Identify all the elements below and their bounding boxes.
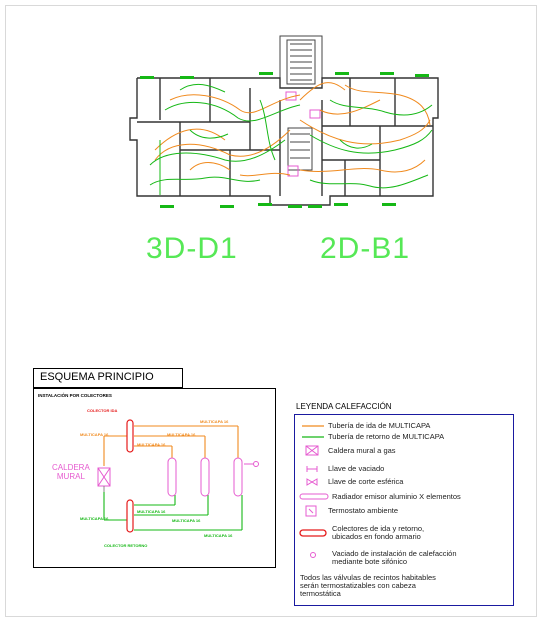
legend-radiador-icon (299, 493, 329, 500)
plan-pipes-ida (154, 82, 431, 177)
pipe-label-ida-2: MULTICAPA 16 (167, 432, 196, 437)
colector-ida-label: COLECTOR IDA (87, 408, 118, 413)
colector-retorno-label: COLECTOR RETORNO (104, 543, 148, 548)
legend-item-sifon-2: mediante bote sifónico (332, 557, 408, 566)
unit-label-left: 3D-D1 (146, 232, 238, 265)
pipe-label-ida-3: MULTICAPA 16 (137, 442, 166, 447)
pipe-label-ret-main: MULTICAPA 16 (80, 516, 109, 521)
plan-pipes-retorno (149, 83, 433, 195)
legend-item-llave: Llave de corte esférica (328, 477, 404, 486)
unit-label-right: 2D-B1 (320, 232, 411, 265)
legend-llave-icon (306, 478, 318, 486)
legend-note-line-3: termostática (300, 589, 341, 598)
pipe-label-ret-1: MULTICAPA 16 (137, 509, 166, 514)
legend-item-caldera: Caldera mural a gas (328, 446, 396, 455)
walls (129, 77, 439, 206)
legend-note: Todos las válvulas de recintos habitable… (300, 574, 436, 598)
legend-caldera-icon (305, 445, 319, 456)
schema-retorno-lines (103, 492, 243, 531)
legend-title: LEYENDA CALEFACCIÓN (296, 402, 392, 411)
legend-colector-icon (299, 529, 327, 537)
legend-item-colectores-1: Colectores de ida y retorno, (332, 524, 425, 533)
schema-box (33, 388, 276, 568)
legend-item-retorno: Tubería de retorno de MULTICAPA (328, 432, 445, 441)
caldera-line-1: CALDERA (52, 463, 90, 472)
pipe-label-ret-2: MULTICAPA 16 (172, 518, 201, 523)
legend-item-termostato: Termostato ambiente (328, 506, 399, 515)
caldera-line-2: MURAL (56, 472, 85, 481)
schema-radiators (167, 457, 259, 497)
legend-sifon-icon (310, 552, 316, 558)
legend-item-colectores-2: ubicados en fondo armario (332, 532, 421, 541)
caldera-mural-label: CALDERA MURAL (52, 463, 90, 481)
legend-item-radiador: Radiador emisor aluminio X elementos (332, 492, 461, 501)
stair-core (279, 35, 323, 171)
pipe-label-ret-3: MULTICAPA 16 (204, 533, 233, 538)
schema-title: ESQUEMA PRINCIPIO (33, 368, 183, 388)
legend-termostato-icon (305, 505, 317, 517)
legend-vaciado-icon (306, 466, 318, 472)
legend-item-ida: Tubería de ida de MULTICAPA (328, 421, 431, 430)
plan-room-tags (140, 72, 429, 208)
legend-note-line-1: Todos las válvulas de recintos habitable… (300, 573, 436, 582)
legend-box (294, 414, 514, 606)
pipe-label-ida-main: MULTICAPA 16 (80, 432, 109, 437)
pipe-label-ida-1: MULTICAPA 16 (200, 419, 229, 424)
legend-item-vaciado: Llave de vaciado (328, 464, 385, 473)
schema-caldera (97, 467, 111, 492)
schema-subtitle: INSTALACIÓN POR COLECTORES (38, 393, 112, 398)
legend-item-sifon-1: Vaciado de instalación de calefacción (332, 549, 457, 558)
legend-note-line-2: serán termostatizables con cabeza (300, 581, 416, 590)
drawing-frame (5, 5, 537, 617)
schema-colectors (126, 419, 134, 533)
